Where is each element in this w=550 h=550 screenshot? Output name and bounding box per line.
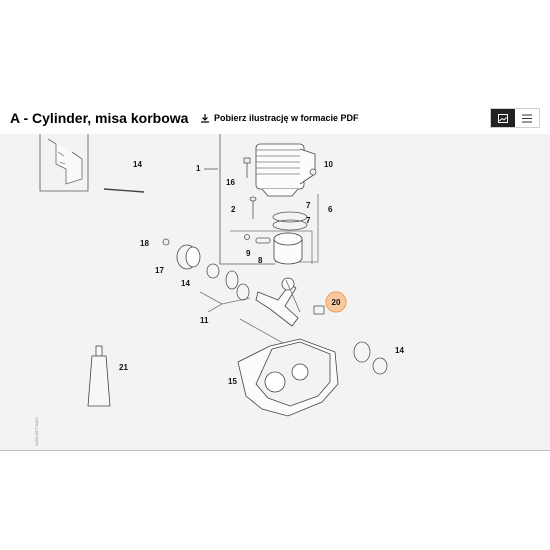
sealant-tube-part — [87, 345, 111, 407]
circlip-part — [244, 234, 250, 240]
bearing-part-d — [372, 357, 388, 375]
page-title: A - Cylinder, misa korbowa — [10, 110, 189, 126]
crankshaft-part — [255, 277, 301, 327]
cylinder-part — [255, 143, 316, 197]
diagram-code: 4180-GET-0420 — [34, 417, 39, 446]
seal-part — [313, 305, 325, 315]
bearing-part-b — [236, 283, 250, 301]
callout-10[interactable]: 10 — [324, 160, 333, 169]
callout-18[interactable]: 18 — [140, 239, 149, 248]
piston-ring-top — [272, 211, 308, 223]
callout-7-top[interactable]: 7 — [306, 201, 311, 210]
hub-part — [176, 244, 201, 270]
callout-2[interactable]: 2 — [231, 205, 236, 214]
pdf-download-link[interactable]: Pobierz ilustrację w formacie PDF — [200, 113, 359, 123]
bearing-part-c — [353, 341, 371, 363]
plug-part — [309, 168, 317, 176]
image-view-button[interactable] — [491, 109, 515, 127]
callout-6[interactable]: 6 — [328, 205, 333, 214]
spark-plug-part — [243, 157, 251, 178]
exploded-diagram-panel: 14 1 16 10 2 7 7 6 9 8 18 17 14 11 14 15… — [0, 134, 550, 450]
callout-9[interactable]: 9 — [246, 249, 251, 258]
pdf-link-label: Pobierz ilustrację w formacie PDF — [214, 113, 359, 123]
callout-7-bottom[interactable]: 7 — [306, 216, 311, 225]
callout-8[interactable]: 8 — [258, 256, 263, 265]
callout-16[interactable]: 16 — [226, 178, 235, 187]
view-toggle — [490, 108, 540, 128]
callout-20: 20 — [332, 298, 341, 307]
callout-14-inset[interactable]: 14 — [133, 160, 142, 169]
page-header: A - Cylinder, misa korbowa Pobierz ilust… — [0, 104, 550, 134]
group-bracket-1 — [219, 134, 275, 265]
bearing-part-a — [206, 263, 220, 279]
callout-17[interactable]: 17 — [155, 266, 164, 275]
callout-11[interactable]: 11 — [200, 316, 209, 325]
download-icon — [201, 114, 209, 123]
callout-15[interactable]: 15 — [228, 377, 237, 386]
exploded-parts-diagram: 14 1 16 10 2 7 7 6 9 8 18 17 14 11 14 15… — [34, 134, 404, 446]
bolt-part — [249, 196, 257, 219]
crankcase-part — [237, 338, 339, 417]
callout-21[interactable]: 21 — [119, 363, 128, 372]
list-view-icon — [522, 114, 532, 122]
callout-14-right[interactable]: 14 — [395, 346, 404, 355]
bottom-divider — [0, 450, 550, 451]
piston-pin-part — [255, 237, 271, 244]
piston-ring-bottom — [272, 219, 308, 231]
gear-part — [225, 270, 239, 290]
nut-part — [162, 238, 170, 246]
inset-box — [39, 134, 89, 192]
piston-part — [273, 232, 303, 265]
callout-14-left[interactable]: 14 — [181, 279, 190, 288]
image-view-icon — [498, 113, 508, 123]
list-view-button[interactable] — [515, 109, 539, 127]
callout-1[interactable]: 1 — [196, 164, 201, 173]
callout-20-highlight[interactable]: 20 — [325, 291, 347, 313]
